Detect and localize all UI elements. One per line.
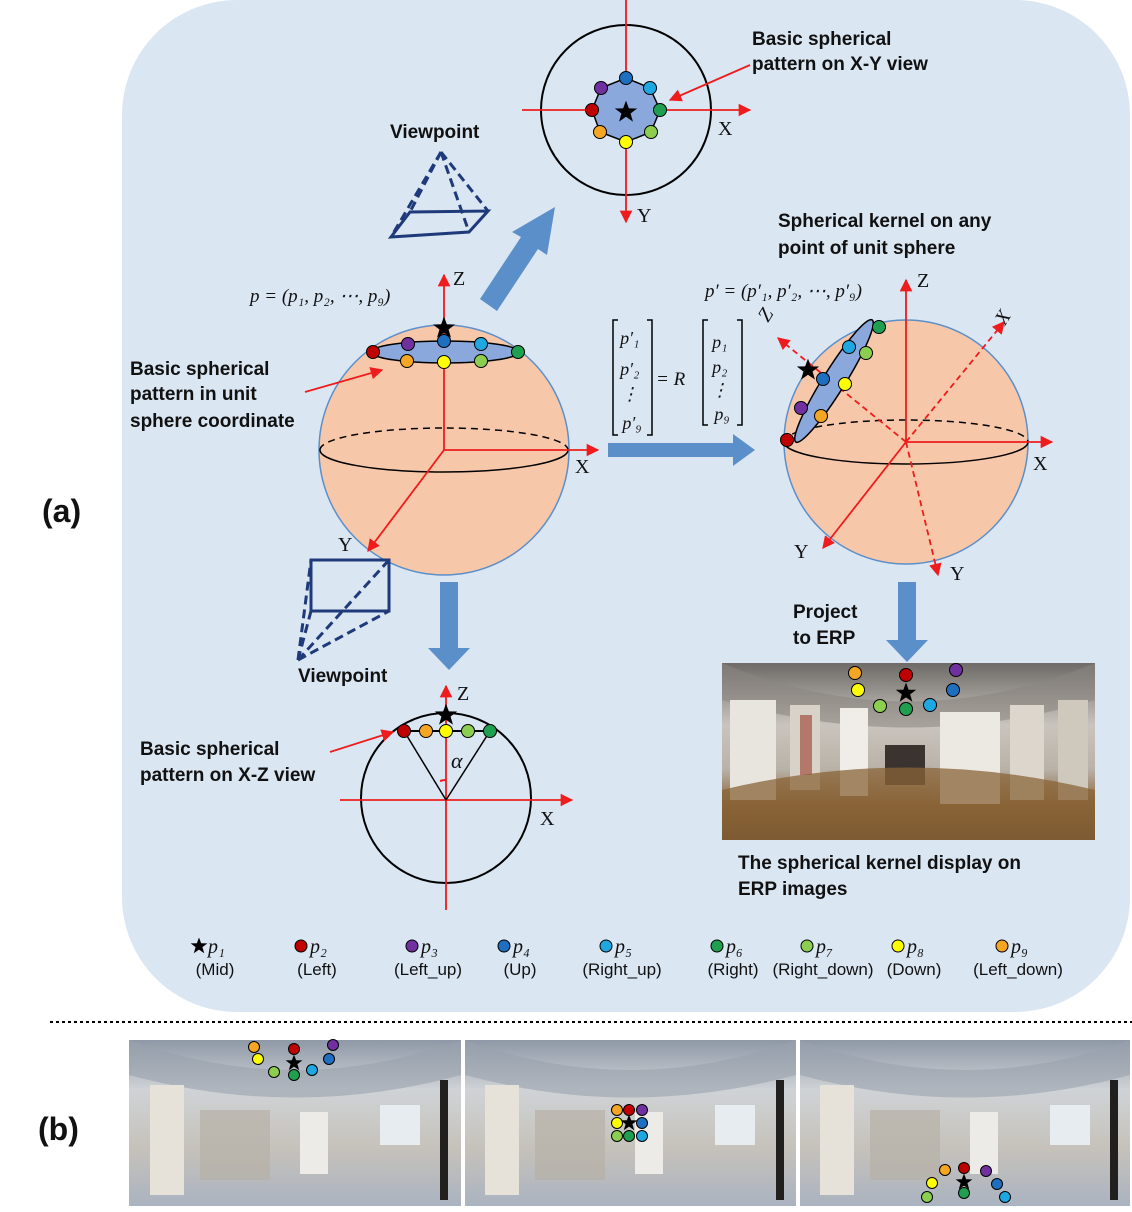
erp-display-label: The spherical kernel display on ERP imag… (738, 853, 1026, 900)
legend-dot-icon (710, 939, 724, 953)
unit-sphere: Z X Y (318, 268, 600, 576)
legend-description: (Right_up) (582, 960, 661, 979)
viewpoint-bottom-icon (296, 558, 391, 662)
legend: p₁ (Mid) p₂ (Left) p₃ (Left_up) p₄ (Up) p₅ (Right… (190, 936, 1063, 979)
arrow-to-erp (886, 582, 928, 662)
legend-item: p₁ (Mid) (190, 936, 235, 979)
legend-dot-icon (891, 939, 905, 953)
legend-dot-icon (294, 939, 308, 953)
legend-description: (Right_down) (772, 960, 873, 979)
legend-description: (Left_up) (394, 960, 462, 979)
rot-axis-z: Z (917, 270, 929, 292)
matrix-operator: = R (656, 369, 686, 390)
rot-axis-x: X (1033, 453, 1048, 475)
arrow-to-xz-view (428, 582, 470, 670)
xy-view-label: Basic spherical pattern on X-Y view (752, 29, 928, 75)
legend-item: p₃ (Left_up) (394, 936, 462, 979)
legend-symbol: p₃ (419, 936, 438, 958)
legend-dot-icon (995, 939, 1009, 953)
legend-symbol: p₉ (1009, 936, 1028, 958)
erp-image-b1 (129, 1039, 461, 1206)
svg-text:p₁ p₂ ⋮ p₉: p₁ p₂ ⋮ p₉ (710, 332, 733, 424)
xy-axis-y: Y (637, 205, 651, 227)
legend-item: p₆ (Right) (707, 936, 758, 979)
erp-image-a (722, 663, 1095, 840)
xz-axis-x: X (540, 808, 555, 830)
sphere-axis-z: Z (453, 268, 465, 290)
sphere-axis-y: Y (338, 534, 352, 556)
svg-text:p′₁ p′₂ ⋮ p′: p′₁ p′₂ ⋮ p′₉ (618, 328, 644, 433)
viewpoint-top-label: Viewpoint (390, 122, 480, 143)
legend-description: (Mid) (196, 960, 235, 979)
rot-axis-y: Y (794, 541, 808, 563)
sphere-axis-x: X (575, 456, 590, 478)
arrow-to-xy-view (480, 207, 555, 311)
formula-p-prime: p′ = (p′₁, p′₂, ⋯, p′₉) (703, 281, 862, 302)
alpha-label: α (451, 748, 463, 773)
legend-dot-icon (800, 939, 814, 953)
arrow-to-rotated-sphere (608, 434, 755, 466)
legend-item: p₅ (Right_up) (582, 936, 661, 979)
erp-image-b3 (800, 1040, 1130, 1206)
xy-axis-x: X (718, 118, 733, 140)
legend-dot-icon (497, 939, 511, 953)
xz-axis-z: Z (457, 683, 469, 705)
legend-dot-icon (599, 939, 613, 953)
legend-description: (Right) (707, 960, 758, 979)
legend-item: p₉ (Left_down) (973, 936, 1063, 979)
legend-description: (Left_down) (973, 960, 1063, 979)
legend-dot-icon (405, 939, 419, 953)
panel-label-a: (a) (42, 493, 81, 529)
xz-view: Z X α (340, 683, 574, 910)
legend-symbol: p₄ (511, 936, 530, 958)
legend-symbol: p₆ (724, 936, 743, 958)
project-label: Project to ERP (793, 602, 863, 649)
unit-sphere-label: Basic spherical pattern in unit sphere c… (130, 359, 295, 432)
legend-item: p₂ (Left) (294, 936, 337, 979)
legend-symbol: p₂ (308, 936, 327, 958)
legend-symbol: p₇ (814, 936, 833, 958)
formula-p: p = (p₁, p₂, ⋯, p₉) (248, 286, 390, 307)
legend-symbol: p₁ (206, 936, 225, 958)
any-point-label: Spherical kernel on any point of unit sp… (778, 211, 997, 259)
legend-item: p₈ (Down) (887, 936, 942, 979)
legend-description: (Up) (503, 960, 536, 979)
legend-item: p₄ (Up) (497, 936, 537, 979)
legend-symbol: p₈ (905, 936, 924, 958)
rot-axis-y-rotated: Y (950, 563, 964, 585)
xz-view-label: Basic spherical pattern on X-Z view (140, 739, 315, 786)
viewpoint-top-icon (387, 151, 492, 239)
legend-description: (Left) (297, 960, 337, 979)
rotation-equation: p′₁ p′₂ ⋮ p′₉ = R p₁ p₂ ⋮ p₉ (612, 319, 743, 436)
legend-description: (Down) (887, 960, 942, 979)
xy-view: X Y (522, 0, 752, 227)
viewpoint-bottom-label: Viewpoint (298, 666, 388, 687)
erp-image-b2 (465, 1040, 796, 1206)
panel-label-b: (b) (38, 1111, 79, 1147)
legend-symbol: p₅ (613, 936, 632, 958)
rotated-sphere: Z X Y Z X Y (754, 270, 1054, 585)
legend-item: p₇ (Right_down) (772, 936, 873, 979)
